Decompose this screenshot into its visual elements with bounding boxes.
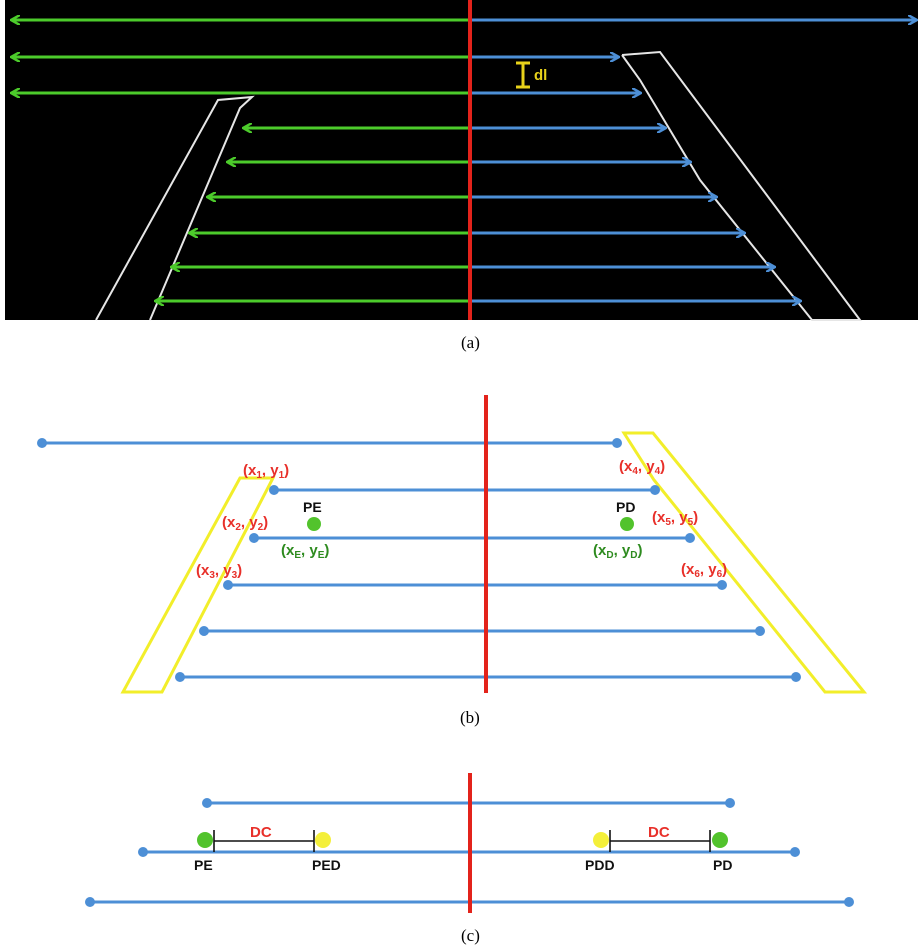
dl-label: dl <box>534 67 547 84</box>
pe-coordinate: (xE, yE) <box>281 542 329 561</box>
left-lane-outline <box>120 476 276 694</box>
scan-endpoint <box>755 626 765 636</box>
point-label-3: (x3, y3) <box>196 562 242 581</box>
scan-endpoint <box>85 897 95 907</box>
left-road-edge <box>95 95 255 321</box>
pe-point-c <box>197 832 213 848</box>
pdd-point <box>593 832 609 848</box>
dc-label-right: DC <box>648 824 670 841</box>
scan-lines <box>37 438 801 682</box>
pd-label-c: PD <box>713 857 732 873</box>
caption-b: (b) <box>460 708 480 727</box>
pdd-label: PDD <box>585 857 615 873</box>
scan-endpoint <box>790 847 800 857</box>
panel-b: (x1, y1) (x2, y2) (x3, y3) (x4, y4) (x5,… <box>37 395 868 694</box>
ped-point <box>315 832 331 848</box>
panel-a: dl <box>5 0 918 321</box>
scan-endpoint <box>791 672 801 682</box>
scan-endpoint <box>175 672 185 682</box>
point-label-2: (x2, y2) <box>222 514 268 533</box>
pd-point <box>620 517 634 531</box>
right-scan-arrows <box>470 20 916 301</box>
pe-label-c: PE <box>194 857 213 873</box>
point-label-6: (x6, y6) <box>681 561 727 580</box>
dl-marker: dl <box>516 61 547 89</box>
panel-a-background <box>5 0 918 320</box>
pe-label: PE <box>303 499 322 515</box>
scan-endpoint <box>37 438 47 448</box>
pd-coordinate: (xD, yD) <box>593 542 643 561</box>
scan-endpoint <box>249 533 259 543</box>
pe-point <box>307 517 321 531</box>
scan-endpoint <box>202 798 212 808</box>
scan-endpoint <box>223 580 233 590</box>
dc-bracket-right: DC <box>609 824 711 852</box>
point-label-5: (x5, y5) <box>652 509 698 528</box>
right-lane-outline <box>621 431 868 694</box>
point-label-4: (x4, y4) <box>619 458 665 477</box>
scan-endpoint <box>685 533 695 543</box>
scan-endpoint <box>269 485 279 495</box>
dc-label-left: DC <box>250 824 272 841</box>
scan-endpoint <box>717 580 727 590</box>
scan-endpoint <box>725 798 735 808</box>
panel-c: DC DC PE PED PDD PD <box>85 773 854 913</box>
scan-endpoint <box>199 626 209 636</box>
right-road-edge <box>621 50 862 321</box>
caption-a: (a) <box>461 333 480 352</box>
ped-label: PED <box>312 857 341 873</box>
scan-endpoint <box>138 847 148 857</box>
caption-c: (c) <box>461 926 480 945</box>
pd-label: PD <box>616 499 635 515</box>
dc-bracket-left: DC <box>213 824 315 852</box>
point-label-1: (x1, y1) <box>243 462 289 481</box>
left-scan-arrows <box>12 20 470 301</box>
scan-endpoint <box>612 438 622 448</box>
pd-point-c <box>712 832 728 848</box>
scan-endpoint <box>844 897 854 907</box>
scan-endpoint <box>650 485 660 495</box>
